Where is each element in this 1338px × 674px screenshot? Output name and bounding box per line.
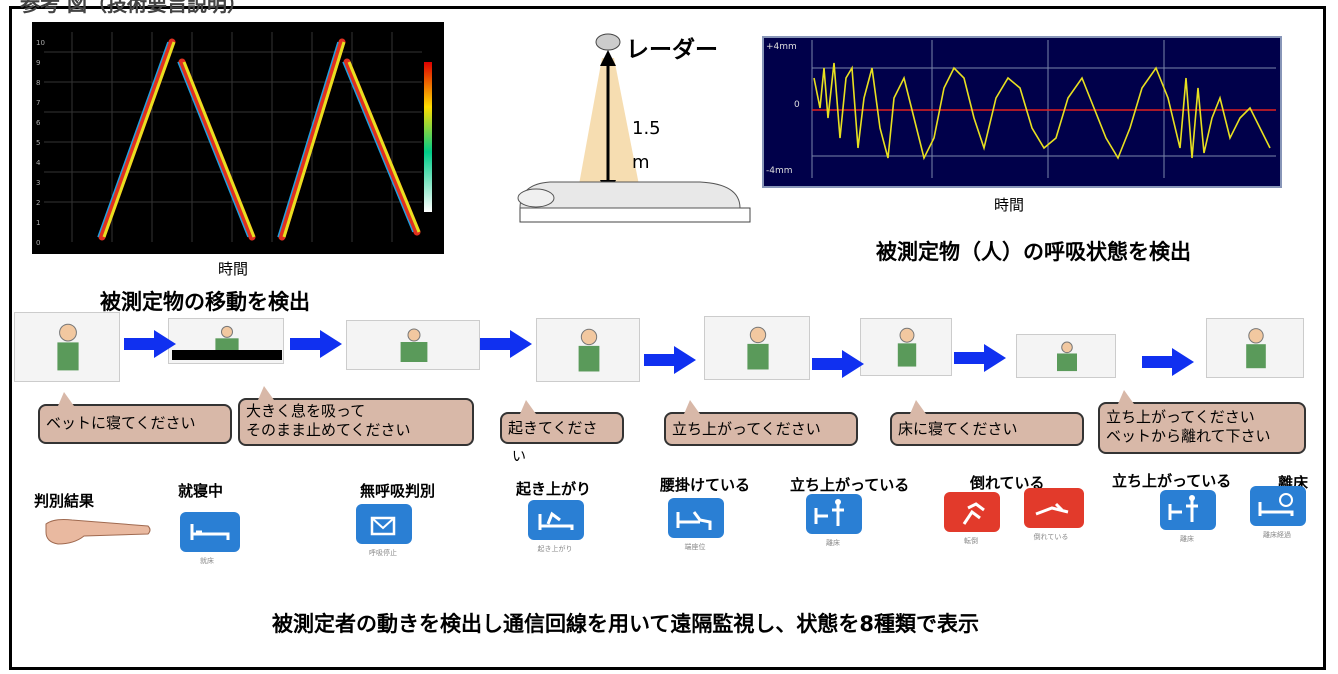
bubble-text: 起きてくださ [508,419,598,437]
scene-sitting-up [536,318,640,382]
pointing-hand-icon [44,514,154,548]
movement-xlabel: 時間 [218,260,249,278]
result-sublabel: 端座位 [684,543,706,551]
result-label: 立ち上がっている [790,476,910,494]
right-arrow-icon [644,346,696,374]
result-sublabel: 離床 [826,539,840,547]
diagram-frame [9,6,1326,670]
bubble-text: ベットから離れて下さい [1106,427,1271,445]
breath-caption: 被測定物（人）の呼吸状態を検出 [876,240,1191,264]
ytick-label: 10 [36,39,45,47]
result-sublabel: 倒れている [1033,533,1069,541]
breath-trace [813,62,1271,161]
scene-sitting-edge [704,316,810,380]
right-arrow-icon [1142,348,1194,376]
breath-yzero: 0 [794,100,800,110]
result-sublabel: 呼吸停止 [369,549,397,557]
result-label: 倒れている [970,474,1045,492]
bed-clock-icon [1250,486,1306,526]
radar-distance-unit: m [632,152,650,173]
bubble-text: 立ち上がってください [672,420,821,438]
bubble-6: 立ち上がってください ベットから離れて下さい [1098,390,1306,454]
breath-chart-svg [811,40,1276,178]
scene-fallen [1016,334,1116,378]
scene-standing-bed [860,318,952,376]
result-label: 起き上がり [516,480,592,498]
right-arrow-icon [812,350,864,378]
movement-caption: 被測定物の移動を検出 [100,290,310,314]
bubble-3: 起きてくださ [500,400,624,444]
results-title: 判別結果 [34,492,95,510]
ytick-label: 3 [36,179,40,187]
bubble-3-overflow: い [512,449,526,465]
ytick-label: 2 [36,199,40,207]
breath-ymin: -4mm [766,166,793,176]
sit-up-icon [528,500,584,540]
sitting-icon [668,498,724,538]
bubble-2: 大きく息を吸って そのまま止めてください [238,386,474,446]
ytick-label: 8 [36,79,40,87]
breath-xlabel: 時間 [994,196,1025,214]
result-sublabel: 離床 [1180,535,1194,543]
header-title: 参考 図（技術要旨説明） [20,0,247,16]
trace-1 [98,38,176,241]
trace-4 [343,58,421,236]
ytick-label: 4 [36,159,41,167]
bubble-text: 大きく息を吸って [246,402,366,420]
bubble-4: 立ち上がってください [664,400,858,446]
bubble-text: 立ち上がってください [1106,408,1255,426]
result-sublabel: 離床経過 [1263,531,1291,539]
right-arrow-icon [124,330,176,358]
radar-distance: 1.5 [632,118,661,139]
standing-icon [806,494,862,534]
right-arrow-icon [954,344,1006,372]
result-sublabel: 就床 [200,557,214,565]
result-label: 立ち上がっている [1112,472,1232,490]
radar-device-icon [595,33,621,51]
trace-3 [278,38,346,241]
radar-scene-svg [517,33,751,223]
movement-chart: 0 1 2 3 4 5 6 7 8 9 10 [32,22,444,254]
result-label: 就寝中 [178,482,224,500]
bubble-text: ベットに寝てください [46,414,196,432]
breath-chart: +4mm 0 -4mm [762,36,1282,188]
bubble-text: 床に寝てください [898,420,1018,438]
scene-leaving-bed [1206,318,1304,378]
result-sublabel: 起き上がり [537,545,573,553]
bubble-1: ベットに寝てください [38,392,232,444]
falling-icon [944,492,1000,532]
right-arrow-icon [290,330,342,358]
bed-bar [172,350,282,360]
bed-icon [180,512,240,552]
result-sublabel: 転倒 [964,537,978,545]
ytick-label: 9 [36,59,40,67]
result-label: 腰掛けている [660,476,751,494]
breath-ymax: +4mm [766,42,797,52]
right-arrow-icon [480,330,532,358]
scene-radar-bed [346,320,480,370]
standing-icon [1160,490,1216,530]
movement-chart-svg: 0 1 2 3 4 5 6 7 8 9 10 [36,32,432,247]
mail-alert-icon [356,504,412,544]
radar-scene [500,22,760,242]
colorbar [424,62,432,212]
ytick-label: 0 [36,239,40,247]
radar-label: レーダー [626,37,718,63]
ytick-label: 5 [36,139,40,147]
result-label: 無呼吸判別 [360,482,436,500]
ytick-label: 7 [36,99,40,107]
scene-standing-door [14,312,120,382]
bubble-5: 床に寝てください [890,400,1084,446]
trace-2 [178,58,256,241]
ytick-label: 6 [36,119,41,127]
bubble-text: そのまま止めてください [246,421,411,439]
lying-floor-icon [1024,488,1084,528]
ytick-label: 1 [36,219,40,227]
summary-caption: 被測定者の動きを検出し通信回線を用いて遠隔監視し、状態を8種類で表示 [272,612,979,636]
